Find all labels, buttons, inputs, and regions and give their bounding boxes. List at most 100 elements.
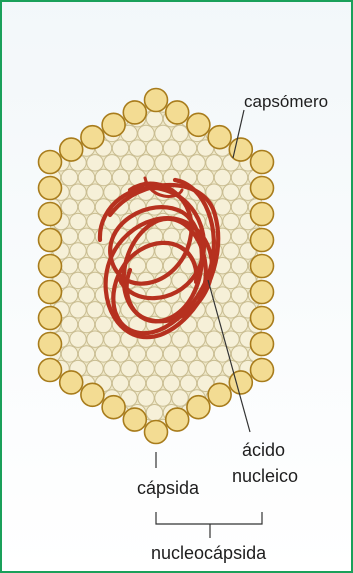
capsomere <box>81 126 104 149</box>
inner-capsomere <box>206 155 222 171</box>
capsomere <box>251 177 274 200</box>
inner-capsomere <box>95 316 111 332</box>
inner-capsomere <box>231 316 247 332</box>
inner-capsomere <box>231 199 247 215</box>
label-acido: ácido <box>242 440 285 460</box>
inner-capsomere <box>146 405 162 421</box>
capsomere <box>187 113 210 136</box>
inner-capsomere <box>70 213 86 229</box>
inner-capsomere <box>61 169 77 185</box>
inner-capsomere <box>172 155 188 171</box>
inner-capsomere <box>231 258 247 274</box>
inner-capsomere <box>146 140 162 156</box>
inner-capsomere <box>61 316 77 332</box>
label-nucleocapsida: nucleocápsida <box>151 543 266 563</box>
inner-capsomere <box>155 155 171 171</box>
inner-capsomere <box>112 346 128 362</box>
inner-capsomere <box>155 360 171 376</box>
inner-capsomere <box>129 258 145 274</box>
inner-capsomere <box>146 375 162 391</box>
inner-capsomere <box>146 111 162 127</box>
inner-capsomere <box>61 199 77 215</box>
inner-capsomere <box>104 331 120 347</box>
inner-capsomere <box>138 360 154 376</box>
inner-capsomere <box>78 346 94 362</box>
capsomere <box>251 203 274 226</box>
capsomere <box>39 255 62 278</box>
inner-capsomere <box>138 125 154 141</box>
inner-capsomere <box>87 331 103 347</box>
inner-capsomere <box>214 169 230 185</box>
inner-capsomere <box>189 155 205 171</box>
capsomere <box>102 396 125 419</box>
inner-capsomere <box>70 184 86 200</box>
inner-capsomere <box>206 302 222 318</box>
inner-capsomere <box>61 346 77 362</box>
inner-capsomere <box>146 287 162 303</box>
capsomere <box>60 138 83 161</box>
inner-capsomere <box>87 302 103 318</box>
inner-capsomere <box>87 360 103 376</box>
inner-capsomere <box>87 155 103 171</box>
capsomere <box>208 126 231 149</box>
inner-capsomere <box>70 272 86 288</box>
inner-capsomere <box>189 331 205 347</box>
capsomere <box>39 177 62 200</box>
inner-capsomere <box>138 390 154 406</box>
inner-capsomere <box>231 346 247 362</box>
capsomere <box>251 255 274 278</box>
inner-capsomere <box>223 302 239 318</box>
inner-capsomere <box>146 258 162 274</box>
capsomere <box>123 408 146 431</box>
capsomere <box>251 333 274 356</box>
capsomere <box>123 101 146 124</box>
inner-capsomere <box>231 287 247 303</box>
inner-capsomere <box>172 360 188 376</box>
inner-capsomere <box>206 360 222 376</box>
capsomere <box>39 151 62 174</box>
inner-capsomere <box>129 375 145 391</box>
inner-capsomere <box>223 272 239 288</box>
capsomere <box>81 383 104 406</box>
capsomere <box>39 333 62 356</box>
inner-capsomere <box>223 184 239 200</box>
inner-capsomere <box>129 140 145 156</box>
inner-capsomere <box>189 360 205 376</box>
inner-capsomere <box>197 316 213 332</box>
inner-capsomere <box>112 375 128 391</box>
inner-capsomere <box>197 346 213 362</box>
label-capsida: cápsida <box>137 478 199 498</box>
capsomere <box>208 383 231 406</box>
inner-capsomere <box>61 287 77 303</box>
inner-capsomere <box>223 243 239 259</box>
capsomere <box>251 229 274 252</box>
inner-capsomere <box>61 228 77 244</box>
inner-capsomere <box>172 331 188 347</box>
inner-capsomere <box>172 390 188 406</box>
capsomere <box>166 101 189 124</box>
capsomere <box>39 229 62 252</box>
inner-capsomere <box>121 155 137 171</box>
capsomere <box>145 421 168 444</box>
inner-capsomere <box>70 331 86 347</box>
inner-capsomere <box>78 287 94 303</box>
inner-capsomere <box>129 346 145 362</box>
capsomere <box>251 151 274 174</box>
inner-capsomere <box>223 213 239 229</box>
capsomere <box>166 408 189 431</box>
inner-capsomere <box>231 169 247 185</box>
capsomere <box>187 396 210 419</box>
inner-capsomere <box>104 155 120 171</box>
capsomere <box>102 113 125 136</box>
inner-capsomere <box>78 169 94 185</box>
capsomere <box>145 89 168 112</box>
inner-capsomere <box>87 184 103 200</box>
inner-capsomere <box>70 302 86 318</box>
inner-capsomere <box>95 346 111 362</box>
inner-capsomere <box>180 346 196 362</box>
inner-capsomere <box>104 360 120 376</box>
inner-capsomere <box>206 331 222 347</box>
label-capsomero: capsómero <box>244 92 328 112</box>
capsomere <box>229 371 252 394</box>
inner-capsomere <box>78 258 94 274</box>
